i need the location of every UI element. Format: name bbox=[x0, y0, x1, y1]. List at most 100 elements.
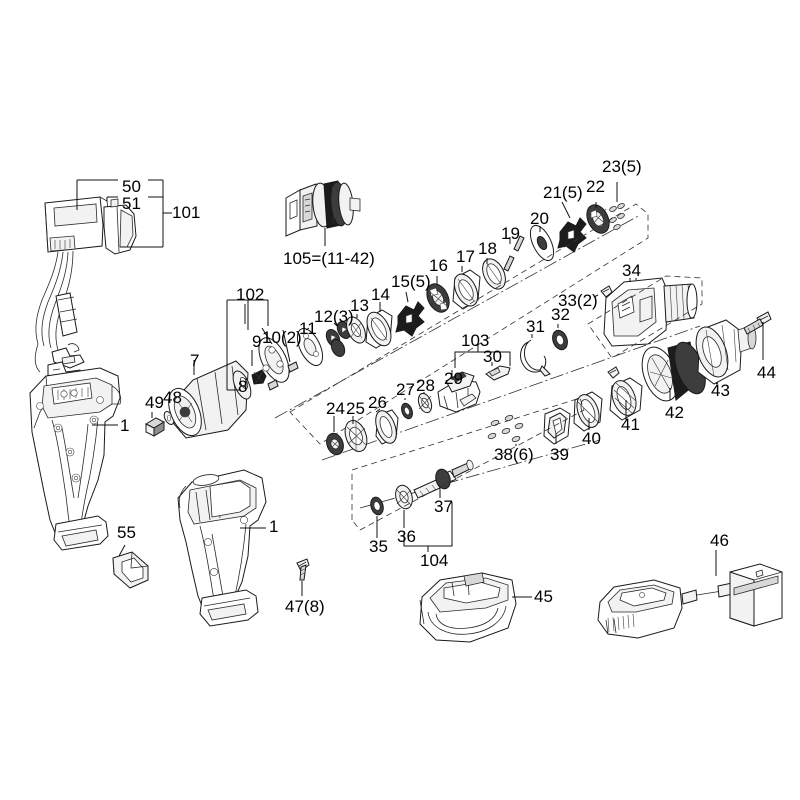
part-22-gear bbox=[586, 202, 610, 234]
part-28-washer bbox=[417, 392, 433, 414]
callout-42: 42 bbox=[665, 403, 684, 422]
part-37-spindle bbox=[413, 459, 474, 499]
part-18-ring bbox=[482, 258, 506, 290]
callout-102: 102 bbox=[236, 285, 265, 304]
part-34-gearbox-housing bbox=[603, 277, 698, 347]
part-38-pins bbox=[487, 414, 524, 446]
callout-48: 48 bbox=[163, 388, 182, 407]
callout-44: 44 bbox=[757, 363, 776, 382]
callout-35: 35 bbox=[369, 537, 388, 556]
part-55-clip bbox=[112, 544, 149, 589]
part-1-housing-left bbox=[29, 367, 122, 551]
callout-12: 12(3) bbox=[314, 307, 354, 326]
part-13-ring bbox=[346, 314, 366, 344]
part-14-ring-gear bbox=[365, 302, 393, 349]
part-7-motor bbox=[168, 360, 252, 439]
part-47-screw bbox=[296, 558, 310, 596]
callout-51: 51 bbox=[122, 194, 141, 213]
callout-40: 40 bbox=[582, 429, 601, 448]
callout-15: 15(5) bbox=[391, 272, 431, 291]
callout-33: 33(2) bbox=[558, 291, 598, 310]
callout-16: 16 bbox=[429, 256, 448, 275]
callout-17: 17 bbox=[456, 247, 475, 266]
callout-38: 38(6) bbox=[494, 445, 534, 464]
part-20-washer bbox=[529, 224, 555, 262]
group-105-bracket bbox=[289, 203, 649, 445]
callout-49: 49 bbox=[145, 393, 164, 412]
callout-45: 45 bbox=[534, 587, 553, 606]
assembly-axis-spindle bbox=[359, 439, 601, 509]
callout-104: 104 bbox=[420, 551, 449, 570]
part-45-battery bbox=[419, 572, 532, 643]
part-44-screw bbox=[743, 311, 772, 360]
part-35-bearing bbox=[370, 496, 384, 538]
part-15-clutch-star bbox=[395, 291, 425, 337]
part-23-pins bbox=[609, 182, 625, 230]
callout-27: 27 bbox=[396, 380, 415, 399]
callout-21: 21(5) bbox=[543, 183, 583, 202]
part-27-bearing bbox=[401, 398, 413, 420]
callout-20: 20 bbox=[530, 209, 549, 228]
callout-23: 23(5) bbox=[602, 157, 642, 176]
group-spindle-bracket bbox=[351, 397, 585, 531]
part-17-ring bbox=[452, 266, 481, 310]
group-103-bracket bbox=[454, 351, 511, 368]
part-40-ring bbox=[573, 391, 603, 432]
part-32-bushing bbox=[552, 324, 568, 351]
callout-11: 11 bbox=[299, 319, 317, 338]
callout-39: 39 bbox=[550, 445, 569, 464]
callout-103: 103 bbox=[461, 331, 490, 350]
part-26-ring bbox=[375, 408, 399, 445]
callout-47: 47(8) bbox=[285, 597, 325, 616]
part-19-pins bbox=[503, 235, 525, 272]
callout-8: 8 bbox=[238, 377, 248, 396]
callout-19: 19 bbox=[501, 224, 520, 243]
part-49-bushing bbox=[144, 412, 166, 437]
part-8-pinion bbox=[245, 350, 267, 390]
part-41-collar bbox=[609, 377, 643, 421]
callout-24: 24 bbox=[326, 399, 345, 418]
part-9-carrier bbox=[258, 327, 290, 383]
callout-31: 31 bbox=[526, 317, 545, 336]
callout-22: 22 bbox=[586, 177, 605, 196]
part-105-chuck-assembly bbox=[285, 180, 361, 246]
callout-37: 37 bbox=[434, 497, 453, 516]
part-43-chuck bbox=[695, 319, 757, 385]
callout-1-right: 1 bbox=[269, 517, 279, 536]
part-39-washer bbox=[543, 407, 571, 445]
callout-50: 50 bbox=[122, 177, 141, 196]
group-34-bracket bbox=[587, 275, 703, 359]
part-11-gear-plate bbox=[296, 327, 324, 367]
part-42-clutch-collar bbox=[641, 341, 706, 402]
callout-101: 101 bbox=[172, 203, 201, 222]
part-31-spring-clip bbox=[520, 334, 551, 377]
part-46-charger bbox=[597, 550, 783, 639]
callout-55: 55 bbox=[117, 523, 136, 542]
callout-30: 30 bbox=[483, 347, 502, 366]
part-25-gear bbox=[344, 416, 368, 452]
part-10-pin bbox=[267, 329, 299, 391]
callout-10: 10(2) bbox=[262, 328, 302, 347]
callout-14: 14 bbox=[371, 285, 390, 304]
callout-28: 28 bbox=[416, 376, 435, 395]
part-24-gear bbox=[326, 416, 344, 456]
callout-46: 46 bbox=[710, 531, 729, 550]
part-switch-assembly bbox=[34, 179, 172, 385]
callout-32: 32 bbox=[551, 305, 570, 324]
part-33-clips bbox=[593, 285, 620, 379]
part-1-housing-right bbox=[177, 469, 267, 627]
callout-36: 36 bbox=[397, 527, 416, 546]
part-16-spider bbox=[426, 276, 450, 313]
callout-34: 34 bbox=[622, 261, 641, 280]
callout-105: 105=(11-42) bbox=[283, 249, 375, 268]
callout-26: 26 bbox=[368, 393, 387, 412]
callout-9: 9 bbox=[252, 332, 262, 351]
callout-41: 41 bbox=[621, 415, 640, 434]
part-36-bearing bbox=[395, 484, 413, 528]
callout-18: 18 bbox=[478, 239, 497, 258]
callout-29: 29 bbox=[444, 369, 463, 388]
callout-43: 43 bbox=[711, 381, 730, 400]
part-29-gear-housing bbox=[437, 370, 481, 413]
